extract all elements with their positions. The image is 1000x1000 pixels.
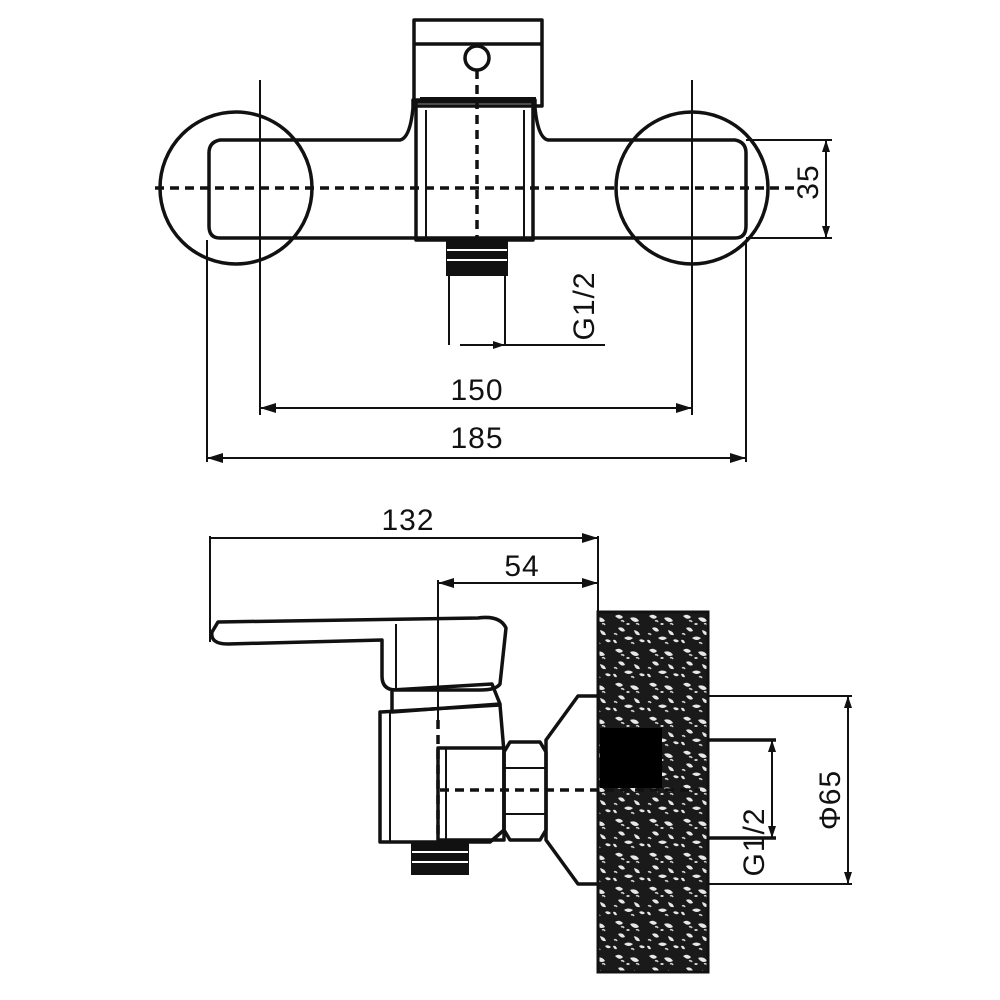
dim-label-thread-top: G1/2 [568, 271, 601, 340]
lever-cartridge [390, 682, 502, 714]
side-outlet-nut [411, 841, 469, 875]
dim-depth: 132 [209, 504, 599, 642]
dim-label-offset: 54 [504, 550, 539, 583]
dim-height: 35 [746, 139, 832, 239]
handle-hole [463, 44, 491, 72]
dim-offset: 54 [437, 550, 598, 720]
central-column [414, 100, 535, 242]
dim-label-diameter: Φ65 [814, 770, 847, 830]
side-view: 132 54 G1/2 Φ65 [209, 504, 852, 974]
dim-thread-side: G1/2 [738, 740, 776, 877]
dim-width-inner: 150 [260, 374, 692, 413]
dim-label-thread-side: G1/2 [738, 807, 771, 876]
inner-body [436, 746, 506, 842]
wall-cavity [600, 728, 662, 788]
side-lever [210, 615, 508, 692]
dim-thread-top: G1/2 [460, 271, 605, 349]
dim-label-width-outer: 185 [450, 422, 503, 455]
dim-label-depth: 132 [381, 504, 434, 537]
mixer-body [378, 703, 506, 844]
connection-nut [502, 740, 548, 842]
wall-section [596, 610, 710, 974]
dim-diameter: Φ65 [814, 696, 852, 884]
dim-label-width-inner: 150 [450, 374, 503, 407]
outlet-nut [446, 240, 508, 276]
dim-width-outer: 185 [206, 240, 747, 463]
dim-label-height: 35 [792, 164, 825, 199]
top-view: G1/2 35 150 185 [155, 18, 832, 463]
